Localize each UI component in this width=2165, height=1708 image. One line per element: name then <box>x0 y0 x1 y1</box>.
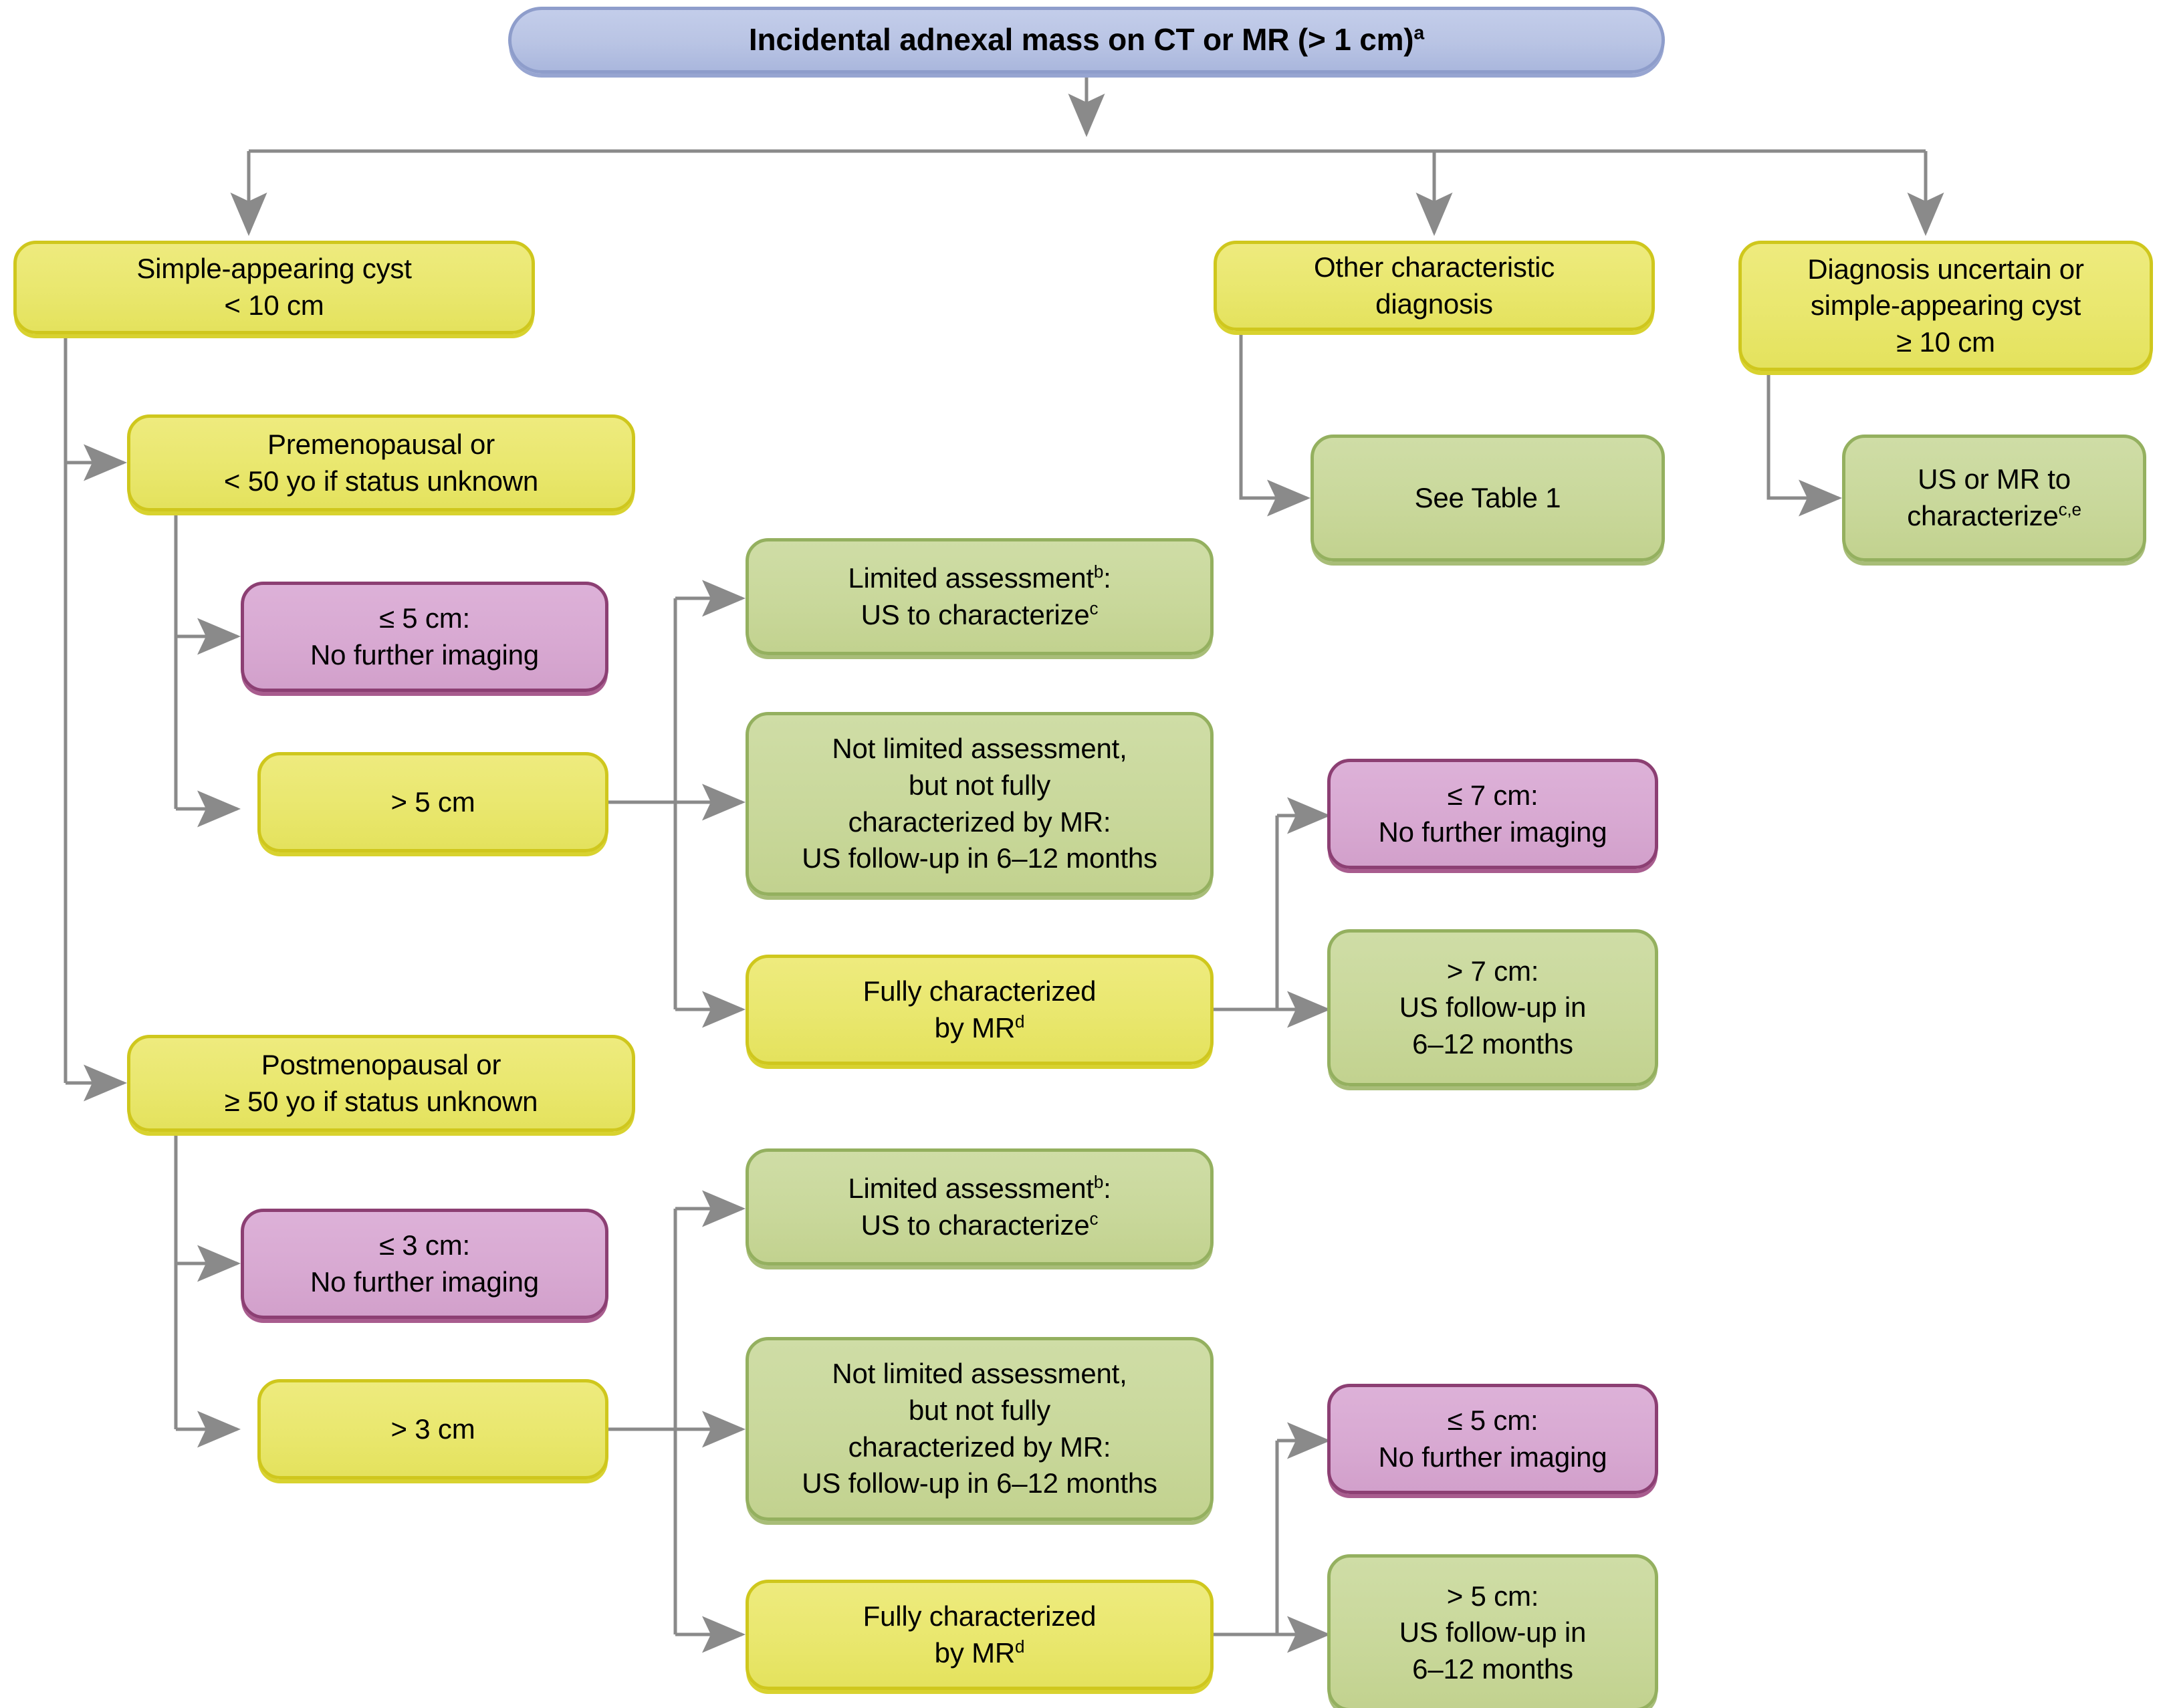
post-notlimited-line3: characterized by MR: <box>848 1431 1111 1463</box>
node-pre-le5-no-imaging[interactable]: ≤ 5 cm: No further imaging <box>241 582 608 692</box>
postmenopausal-line2: ≥ 50 yo if status unknown <box>224 1085 538 1117</box>
post-le5-line2: No further imaging <box>1378 1441 1607 1473</box>
post-le5-line1: ≤ 5 cm: <box>1447 1404 1539 1436</box>
node-post-le3-no-imaging[interactable]: ≤ 3 cm: No further imaging <box>241 1209 608 1319</box>
pre-gt7-line2: US follow-up in <box>1399 991 1587 1023</box>
pre-le5-line2: No further imaging <box>310 638 539 670</box>
node-post-le5-no-imaging[interactable]: ≤ 5 cm: No further imaging <box>1327 1384 1658 1494</box>
pre-le7-line1: ≤ 7 cm: <box>1447 779 1539 811</box>
pre-gt7-line1: > 7 cm: <box>1446 955 1539 987</box>
pre-notlimited-line4: US follow-up in 6–12 months <box>802 842 1157 874</box>
pre-limited-line2: US to characterize <box>861 598 1090 630</box>
post-fully-line1: Fully characterized <box>863 1600 1097 1632</box>
other-dx-line2: diagnosis <box>1375 287 1493 320</box>
post-fully-line2: by MR <box>934 1636 1016 1669</box>
node-post-limited-assessment[interactable]: Limited assessmentb: US to characterizec <box>746 1148 1214 1265</box>
pre-fully-superscript: d <box>1015 1011 1025 1031</box>
post-le3-line1: ≤ 3 cm: <box>378 1229 470 1261</box>
pre-fully-line1: Fully characterized <box>863 975 1097 1007</box>
pre-limited-line1: Limited assessment <box>848 562 1094 594</box>
post-gt5-line1: > 5 cm: <box>1446 1580 1539 1612</box>
post-gt3-label: > 3 cm <box>390 1413 475 1445</box>
node-diagnosis-uncertain[interactable]: Diagnosis uncertain or simple-appearing … <box>1738 241 2153 371</box>
node-simple-cyst[interactable]: Simple-appearing cyst < 10 cm <box>13 241 535 334</box>
node-root[interactable]: Incidental adnexal mass on CT or MR (> 1… <box>508 7 1665 74</box>
pre-limited-sup2: c <box>1089 598 1099 618</box>
node-post-gt5-follow-up[interactable]: > 5 cm: US follow-up in 6–12 months <box>1327 1554 1658 1708</box>
pre-le7-line2: No further imaging <box>1378 816 1607 848</box>
premenopausal-line2: < 50 yo if status unknown <box>223 465 539 497</box>
post-le3-line2: No further imaging <box>310 1265 539 1298</box>
usmr-line2: characterize <box>1907 500 2059 531</box>
wire-otherdx-to-table <box>1239 330 1311 517</box>
node-pre-limited-assessment[interactable]: Limited assessmentb: US to characterizec <box>746 538 1214 655</box>
pre-gt5-label: > 5 cm <box>390 785 475 818</box>
uncertain-line2: simple-appearing cyst <box>1810 289 2081 322</box>
post-notlimited-line1: Not limited assessment, <box>832 1358 1127 1390</box>
node-postmenopausal[interactable]: Postmenopausal or ≥ 50 yo if status unkn… <box>127 1035 635 1132</box>
post-notlimited-line4: US follow-up in 6–12 months <box>802 1467 1157 1499</box>
node-post-fully-characterized[interactable]: Fully characterized by MRd <box>746 1580 1214 1690</box>
usmr-line1: US or MR to <box>1918 463 2071 495</box>
post-limited-line2: US to characterize <box>861 1209 1090 1241</box>
post-limited-line1-tail: : <box>1103 1172 1111 1204</box>
usmr-superscript: c,e <box>2058 499 2081 519</box>
node-pre-gt7-follow-up[interactable]: > 7 cm: US follow-up in 6–12 months <box>1327 929 1658 1086</box>
uncertain-line3: ≥ 10 cm <box>1896 326 1995 358</box>
root-superscript: a <box>1413 22 1425 44</box>
post-limited-sup2: c <box>1089 1208 1099 1229</box>
post-limited-sup1: b <box>1093 1171 1104 1192</box>
node-other-diagnosis[interactable]: Other characteristic diagnosis <box>1214 241 1655 331</box>
node-us-or-mr-characterize[interactable]: US or MR to characterizec,e <box>1842 435 2146 562</box>
pre-limited-sup1: b <box>1093 561 1104 582</box>
node-post-not-limited-assessment[interactable]: Not limited assessment, but not fully ch… <box>746 1337 1214 1521</box>
node-pre-gt5[interactable]: > 5 cm <box>257 752 608 852</box>
pre-notlimited-line3: characterized by MR: <box>848 806 1111 838</box>
post-fully-superscript: d <box>1015 1636 1025 1657</box>
uncertain-line1: Diagnosis uncertain or <box>1807 253 2084 285</box>
node-pre-fully-characterized[interactable]: Fully characterized by MRd <box>746 955 1214 1065</box>
post-limited-line1: Limited assessment <box>848 1172 1094 1204</box>
node-premenopausal[interactable]: Premenopausal or < 50 yo if status unkno… <box>127 414 635 511</box>
node-pre-not-limited-assessment[interactable]: Not limited assessment, but not fully ch… <box>746 712 1214 896</box>
pre-notlimited-line1: Not limited assessment, <box>832 733 1127 765</box>
simple-cyst-line2: < 10 cm <box>224 289 324 321</box>
wire-uncertain-to-usmr <box>1767 369 1842 517</box>
pre-le5-line1: ≤ 5 cm: <box>378 602 470 634</box>
pre-fully-line2: by MR <box>934 1011 1016 1044</box>
premenopausal-line1: Premenopausal or <box>267 428 495 460</box>
root-label: Incidental adnexal mass on CT or MR (> 1… <box>748 22 1414 57</box>
pre-limited-line1-tail: : <box>1103 562 1111 594</box>
node-see-table-1[interactable]: See Table 1 <box>1311 435 1665 562</box>
pre-notlimited-line2: but not fully <box>908 769 1051 801</box>
postmenopausal-line1: Postmenopausal or <box>261 1048 501 1080</box>
post-gt5-line3: 6–12 months <box>1412 1653 1573 1685</box>
see-table-label: See Table 1 <box>1414 481 1561 513</box>
simple-cyst-line1: Simple-appearing cyst <box>136 253 412 285</box>
node-post-gt3[interactable]: > 3 cm <box>257 1379 608 1479</box>
pre-gt7-line3: 6–12 months <box>1412 1027 1573 1060</box>
post-gt5-line2: US follow-up in <box>1399 1616 1587 1649</box>
node-pre-le7-no-imaging[interactable]: ≤ 7 cm: No further imaging <box>1327 759 1658 869</box>
post-notlimited-line2: but not fully <box>908 1394 1051 1426</box>
other-dx-line1: Other characteristic <box>1313 251 1555 283</box>
